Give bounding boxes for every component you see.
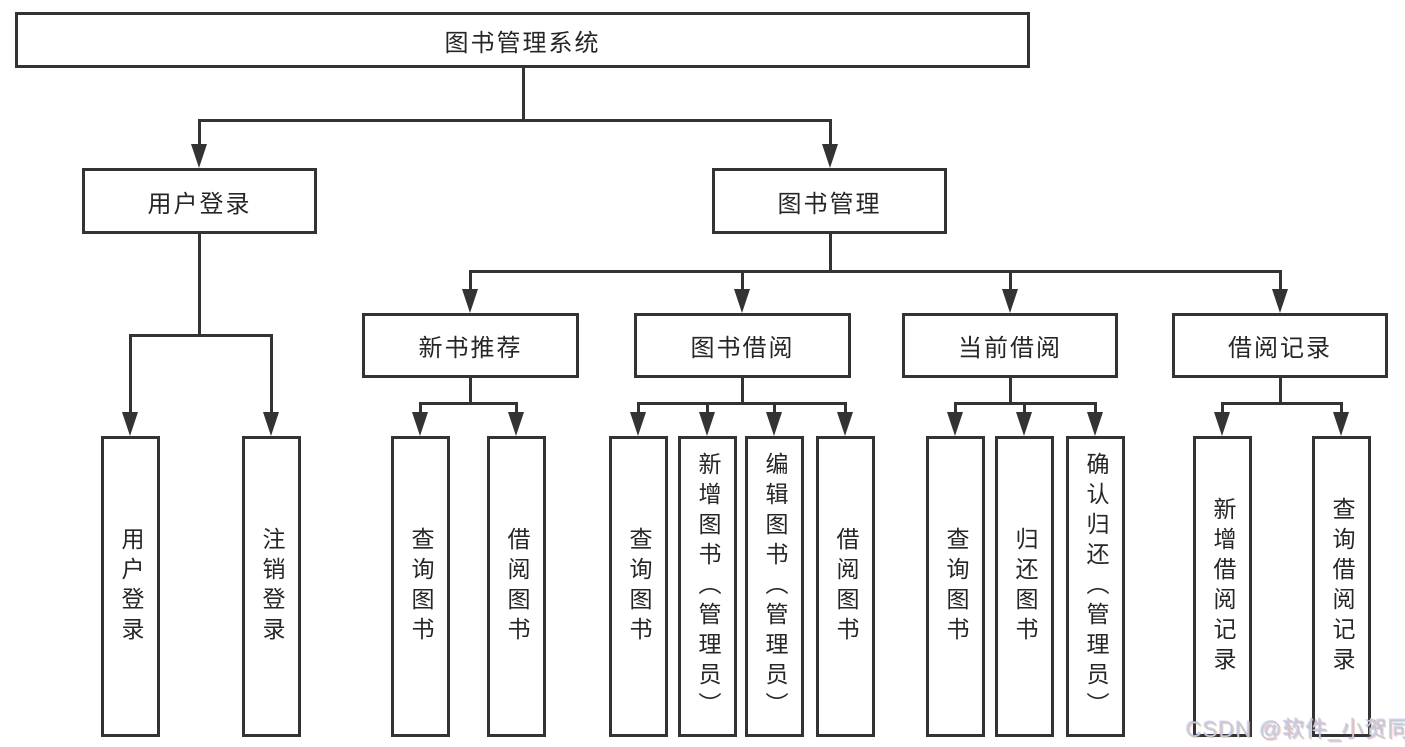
connector-stem-bb-edit	[773, 402, 776, 414]
leaf-cb-confirm-return-admin: 确认归还（管理员）	[1066, 436, 1125, 737]
csdn-watermark: CSDN @软件_小贺同学	[1186, 717, 1405, 742]
connector-stem-br-add	[1221, 402, 1224, 414]
leaf-cb-return-books: 归还图书	[995, 436, 1054, 737]
arrowhead-book-borrowing	[734, 289, 750, 313]
node-new-book-recommend: 新书推荐	[362, 313, 579, 378]
arrowhead-nbr-query	[412, 412, 428, 436]
node-user-login-group: 用户登录	[82, 168, 317, 234]
leaf-logout: 注销登录	[242, 436, 301, 737]
arrowhead-br-add	[1214, 412, 1230, 436]
connector-bb-branch	[637, 402, 847, 405]
connector-stem-br-query	[1340, 402, 1343, 414]
arrowhead-bb-edit	[766, 412, 782, 436]
connector-stem-new-book-recommend	[469, 270, 472, 291]
arrowhead-borrow-records	[1272, 289, 1288, 313]
arrowhead-current-borrowing	[1002, 289, 1018, 313]
arrowhead-leaf-logout	[263, 412, 279, 436]
arrowhead-br-query	[1333, 412, 1349, 436]
leaf-bb-query-books: 查询图书	[609, 436, 668, 737]
connector-stem-leaf-user-login	[129, 334, 132, 414]
node-root-library-management-system: 图书管理系统	[15, 12, 1030, 68]
connector-stem-book-management	[829, 119, 832, 146]
connector-user-group-branch	[129, 334, 273, 337]
arrowhead-cb-confirm	[1087, 412, 1103, 436]
connector-stem-current-borrowing	[1009, 270, 1012, 291]
connector-level2-branch	[469, 270, 1282, 273]
leaf-bb-edit-books-admin: 编辑图书（管理员）	[745, 436, 804, 737]
arrowhead-nbr-borrow	[508, 412, 524, 436]
leaf-user-login: 用户登录	[101, 436, 160, 737]
connector-stem-cb-confirm	[1094, 402, 1097, 414]
leaf-nbr-query-books: 查询图书	[391, 436, 450, 737]
leaf-bb-borrow-books: 借阅图书	[816, 436, 875, 737]
leaf-br-add-record: 新增借阅记录	[1193, 436, 1252, 737]
leaf-nbr-borrow-books: 借阅图书	[487, 436, 546, 737]
arrowhead-new-book-recommend	[462, 289, 478, 313]
node-current-borrowing: 当前借阅	[902, 313, 1118, 378]
arrowhead-cb-query	[947, 412, 963, 436]
connector-stem-book-borrowing	[741, 270, 744, 291]
connector-book-mgmt-stem	[829, 234, 832, 272]
arrowhead-leaf-user-login	[122, 412, 138, 436]
node-borrow-records: 借阅记录	[1172, 313, 1388, 378]
arrowhead-bb-query	[630, 412, 646, 436]
arrowhead-bb-borrow	[837, 412, 853, 436]
arrowhead-bb-add	[699, 412, 715, 436]
connector-stem-user-login-group	[198, 119, 201, 146]
arrowhead-book-management	[822, 144, 838, 168]
node-book-borrowing: 图书借阅	[634, 313, 851, 378]
connector-stem-bb-add	[706, 402, 709, 414]
connector-user-group-stem	[198, 234, 201, 336]
leaf-br-query-record: 查询借阅记录	[1312, 436, 1371, 737]
connector-br-stem	[1279, 378, 1282, 404]
connector-stem-bb-query	[637, 402, 640, 414]
leaf-cb-query-books: 查询图书	[926, 436, 985, 737]
arrowhead-user-login-group	[191, 144, 207, 168]
arrowhead-cb-return	[1016, 412, 1032, 436]
leaf-bb-add-books-admin: 新增图书（管理员）	[678, 436, 737, 737]
connector-root-stem	[522, 68, 525, 121]
connector-bb-stem	[741, 378, 744, 404]
connector-stem-borrow-records	[1279, 270, 1282, 291]
connector-nbr-branch	[419, 402, 518, 405]
connector-stem-nbr-query	[419, 402, 422, 414]
connector-cb-stem	[1009, 378, 1012, 404]
node-book-management: 图书管理	[712, 168, 947, 234]
connector-br-branch	[1221, 402, 1343, 405]
connector-level1-branch	[198, 119, 832, 122]
connector-stem-leaf-logout	[270, 334, 273, 414]
connector-stem-cb-return	[1023, 402, 1026, 414]
connector-stem-cb-query	[954, 402, 957, 414]
connector-nbr-stem	[469, 378, 472, 404]
connector-stem-nbr-borrow	[515, 402, 518, 414]
connector-stem-bb-borrow	[844, 402, 847, 414]
